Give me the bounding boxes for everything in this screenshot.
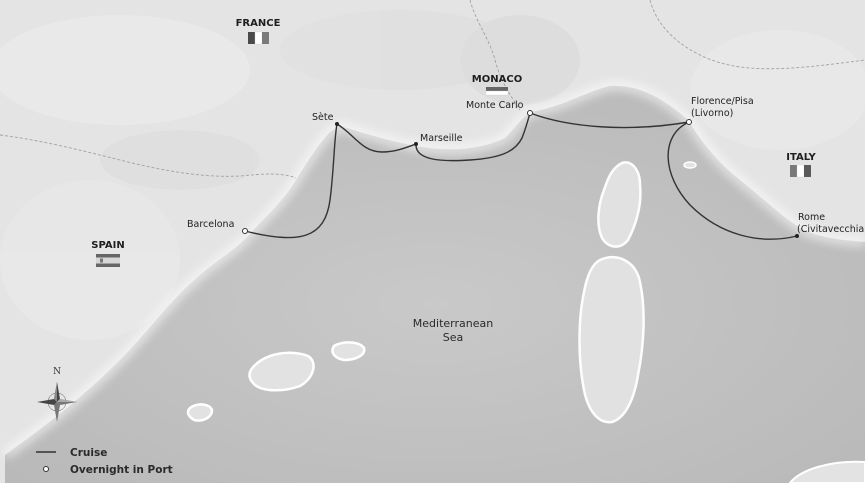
land-relief xyxy=(0,10,865,340)
sea-label-line1: Mediterranean xyxy=(413,317,493,330)
port-marker-montecarlo-overnight xyxy=(527,110,533,116)
country-label-monaco: MONACO xyxy=(472,74,522,85)
port-label-marseille: Marseille xyxy=(420,133,463,144)
port-marker-sete xyxy=(335,122,339,126)
island-sardinia xyxy=(578,256,645,424)
legend-overnight-label: Overnight in Port xyxy=(70,464,173,476)
island-menorca xyxy=(331,341,366,362)
route-florence-rome xyxy=(667,121,798,240)
port-marker-rome xyxy=(795,234,799,238)
coastline-glow xyxy=(2,82,865,458)
route-marseille-montecarlo xyxy=(415,112,531,162)
route-sete-marseille xyxy=(336,123,417,153)
country-label-spain: SPAIN xyxy=(91,240,124,251)
island-ibiza xyxy=(186,403,214,422)
map-legend: Cruise Overnight in Port xyxy=(36,447,173,476)
port-label-monte-carlo: Monte Carlo xyxy=(466,100,524,111)
flag-france-icon xyxy=(248,31,269,45)
island-mallorca xyxy=(248,351,315,392)
sea-label-line2: Sea xyxy=(443,331,464,344)
legend-overnight-swatch xyxy=(43,466,49,472)
legend-cruise-label: Cruise xyxy=(70,447,107,459)
country-borders xyxy=(0,0,865,179)
port-label-livorno: (Livorno) xyxy=(691,108,733,119)
country-label-france: FRANCE xyxy=(236,18,281,29)
cruise-route xyxy=(244,112,798,240)
port-marker-marseille xyxy=(414,142,418,146)
island-corsica xyxy=(597,161,642,248)
flag-monaco-icon xyxy=(485,87,509,96)
island-elba xyxy=(683,161,697,169)
route-montecarlo-florence xyxy=(529,112,690,129)
flag-spain-icon xyxy=(96,254,120,267)
route-barcelona-sete xyxy=(244,123,338,239)
port-label-barcelona: Barcelona xyxy=(187,219,234,230)
port-label-sete: Sète xyxy=(312,112,334,123)
port-marker-barcelona-overnight xyxy=(242,228,248,234)
port-label-rome: Rome xyxy=(798,212,825,223)
compass-rose-icon xyxy=(37,382,77,422)
country-label-italy: ITALY xyxy=(786,152,816,163)
sea-area xyxy=(5,85,865,483)
port-label-civitavecchia: (Civitavecchia) xyxy=(797,224,865,235)
flag-italy-icon xyxy=(790,164,811,178)
port-label-florence-pisa: Florence/Pisa xyxy=(691,96,754,107)
compass-north-label: N xyxy=(53,367,61,377)
port-marker-florence-overnight xyxy=(686,119,692,125)
port-markers xyxy=(242,110,799,238)
